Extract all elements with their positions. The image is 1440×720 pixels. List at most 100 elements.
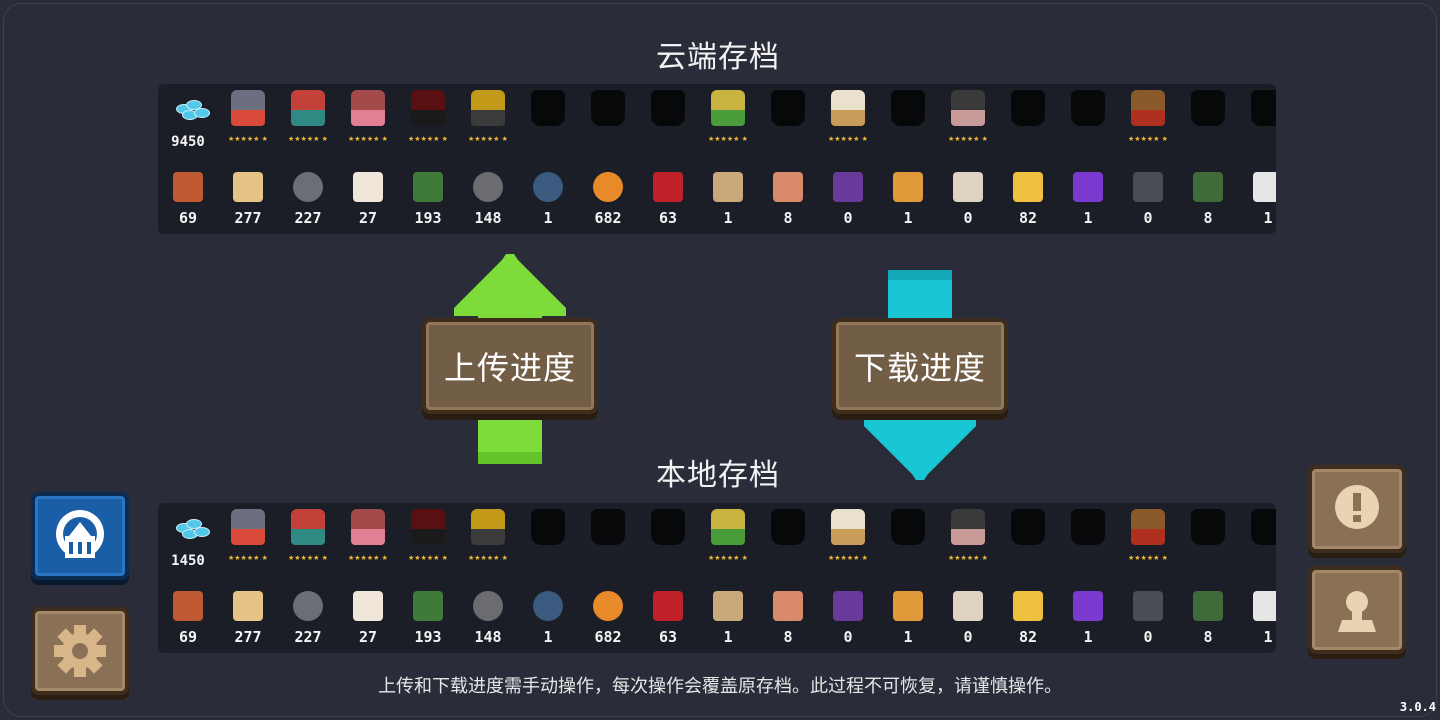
material-count: 1 (723, 628, 733, 646)
character-slot-locked (518, 503, 578, 573)
engineer-icon (471, 509, 505, 545)
material-slot-battery: 193 (398, 166, 458, 232)
character-slot-priest: ★★★★★ ★★ (818, 84, 878, 154)
material-count: 1 (1083, 628, 1093, 646)
profile-button[interactable] (1308, 566, 1406, 654)
card-icon (173, 172, 203, 202)
material-count: 148 (474, 209, 502, 227)
character-slot-elf: ★★★★★ ★★ (698, 503, 758, 573)
character-slot-locked (578, 503, 638, 573)
locked-icon (1251, 509, 1276, 545)
plate-icon (713, 172, 743, 202)
gear-icon (54, 625, 106, 677)
purple-board-icon (1073, 172, 1103, 202)
character-slot-locked (1058, 84, 1118, 154)
material-slot-sack: 27 (338, 585, 398, 651)
material-count: 1 (1083, 209, 1093, 227)
material-count: 0 (1143, 209, 1153, 227)
star-rating: ★★★★★ ★★ (408, 555, 448, 562)
locked-icon (1251, 90, 1276, 126)
version-label: 3.0.4 (1399, 700, 1436, 714)
material-slot-board: 1 (878, 585, 938, 651)
upload-progress-button[interactable]: 上传进度 (422, 318, 598, 414)
character-slot-wizard: ★★★★★ ★★ (338, 503, 398, 573)
material-slot-spark: 82 (998, 166, 1058, 232)
locked-icon (771, 90, 805, 126)
material-slot-purple-board: 1 (1058, 166, 1118, 232)
material-count: 0 (1143, 628, 1153, 646)
locked-icon (891, 90, 925, 126)
character-slot-bandit: ★★★★★ ★★ (1118, 503, 1178, 573)
material-count: 148 (474, 628, 502, 646)
star-rating: ★★★★★ ★★ (1128, 136, 1168, 143)
material-slot-scroll: 0 (938, 166, 998, 232)
gem-counter: 9450 (158, 84, 218, 154)
locked-icon (531, 509, 565, 545)
locked-icon (531, 90, 565, 126)
chillyroom-logo-button[interactable] (31, 492, 129, 580)
material-slot-wood: 277 (218, 166, 278, 232)
gear-icon (473, 172, 503, 202)
eye-icon (1253, 591, 1276, 621)
star-rating: ★★★★★ ★★ (1128, 555, 1168, 562)
material-slot-sack: 27 (338, 166, 398, 232)
phone-icon (833, 591, 863, 621)
key-icon (1193, 591, 1223, 621)
material-slot-scroll: 0 (938, 585, 998, 651)
notice-button[interactable] (1308, 465, 1406, 553)
star-rating: ★★★★★ ★★ (468, 136, 508, 143)
character-slot-priest: ★★★★★ ★★ (818, 503, 878, 573)
locked-icon (1191, 90, 1225, 126)
bottle-icon (773, 591, 803, 621)
character-slot-locked (758, 503, 818, 573)
material-slot-gear: 148 (458, 585, 518, 651)
material-count: 8 (783, 628, 793, 646)
material-slot-battery: 193 (398, 585, 458, 651)
wood-icon (233, 172, 263, 202)
person-icon (1338, 591, 1376, 632)
card-icon (173, 591, 203, 621)
material-count: 69 (178, 209, 198, 227)
locked-icon (891, 509, 925, 545)
character-slot-engineer: ★★★★★ ★★ (458, 503, 518, 573)
screen-frame (3, 3, 1437, 717)
scroll-icon (953, 172, 983, 202)
elf-icon (711, 509, 745, 545)
locked-icon (651, 509, 685, 545)
board-icon (893, 172, 923, 202)
star-rating: ★★★★★ ★★ (348, 555, 388, 562)
rogue-icon (411, 90, 445, 126)
settings-button[interactable] (31, 607, 129, 695)
material-count: 193 (414, 628, 442, 646)
material-count: 1 (903, 628, 913, 646)
material-slot-purple-board: 1 (1058, 585, 1118, 651)
ore-icon (293, 172, 323, 202)
character-slot-locked (578, 84, 638, 154)
material-slot-card: 69 (158, 585, 218, 651)
locked-icon (771, 509, 805, 545)
stone-tablet-icon (1133, 172, 1163, 202)
character-slot-rogue: ★★★★★ ★★ (398, 503, 458, 573)
assassin-icon (291, 90, 325, 126)
material-count: 63 (658, 628, 678, 646)
character-slot-knight: ★★★★★ ★★ (218, 84, 278, 154)
material-count: 277 (234, 628, 262, 646)
stone-tablet-icon (1133, 591, 1163, 621)
material-slot-phone: 0 (818, 166, 878, 232)
assassin-icon (291, 509, 325, 545)
local-character-row: 1450 ★★★★★ ★★ ★★★★★ ★★ ★★★★★ ★★ ★★★★★ ★★ ★★★… (158, 503, 1276, 573)
material-count: 0 (963, 209, 973, 227)
material-slot-stone-tablet: 0 (1118, 166, 1178, 232)
download-progress-button[interactable]: 下载进度 (832, 318, 1008, 414)
locked-icon (1011, 90, 1045, 126)
character-slot-werewolf: ★★★★★ ★★ (938, 84, 998, 154)
character-slot-locked (998, 84, 1058, 154)
gem-count: 1450 (171, 553, 205, 569)
material-count: 682 (594, 628, 622, 646)
spark-icon (1013, 172, 1043, 202)
battery-icon (413, 172, 443, 202)
material-slot-plate: 1 (698, 585, 758, 651)
material-slot-eye: 1 (1238, 585, 1276, 651)
knight-icon (231, 509, 265, 545)
